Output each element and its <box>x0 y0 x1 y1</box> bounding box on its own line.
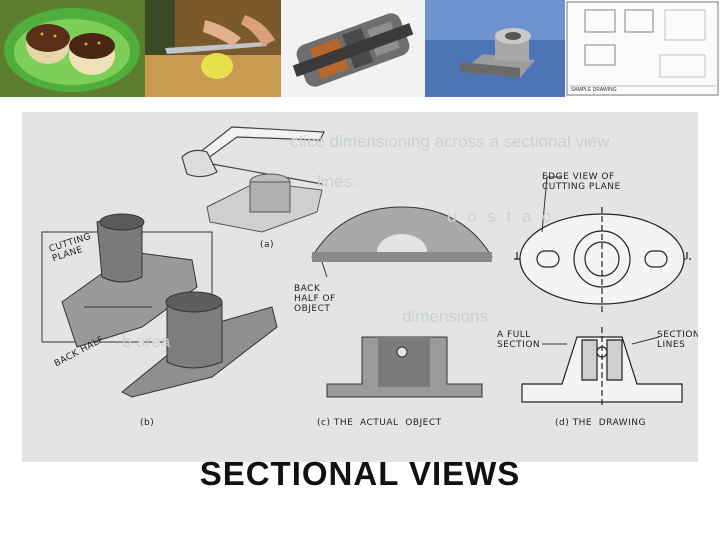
background-text-line-5: b area <box>122 332 171 351</box>
label-full-section: A FULL SECTION <box>497 330 541 350</box>
engineering-drawing-sheet: SAMPLE DRAWING <box>565 0 720 97</box>
cutaway-engine-render <box>281 0 425 97</box>
cutting-plane-part-b <box>41 213 278 398</box>
small-part-a <box>206 173 323 233</box>
saw-illustration <box>181 126 325 185</box>
back-half-object-c <box>311 206 493 270</box>
background-text-line-4: dimensions <box>402 307 488 326</box>
3d-part-render <box>425 0 565 97</box>
donut-photo <box>0 0 145 97</box>
slide-title: SECTIONAL VIEWS <box>199 455 521 492</box>
label-a: (a) <box>260 240 275 250</box>
figure-drawing <box>41 126 692 407</box>
section-view-d <box>521 327 683 407</box>
label-back-half-of-object: BACK HALF OF OBJECT <box>294 284 336 314</box>
label-b: (b) <box>140 418 155 428</box>
background-text-line-1: ctice dimensioning across a sectional vi… <box>290 132 610 151</box>
label-section-lines: SECTION LINES <box>657 330 698 350</box>
actual-object-c <box>326 336 483 398</box>
thumbnail-strip: SAMPLE DRAWING <box>0 0 720 97</box>
background-text-line-2: lines. <box>317 172 357 191</box>
cutting-food-photo <box>145 0 281 97</box>
label-edge-view: EDGE VIEW OF CUTTING PLANE <box>542 172 621 192</box>
leader-lines <box>321 176 660 345</box>
label-c-actual-object: (c) THE ACTUAL OBJECT <box>317 418 442 428</box>
drawing-sheet-caption: SAMPLE DRAWING <box>571 87 617 93</box>
background-text-line-3: u o s t a c <box>447 207 554 226</box>
sectional-view-figure: ctice dimensioning across a sectional vi… <box>22 112 698 462</box>
top-view-d <box>514 207 692 312</box>
label-d-drawing: (d) THE DRAWING <box>555 418 647 428</box>
